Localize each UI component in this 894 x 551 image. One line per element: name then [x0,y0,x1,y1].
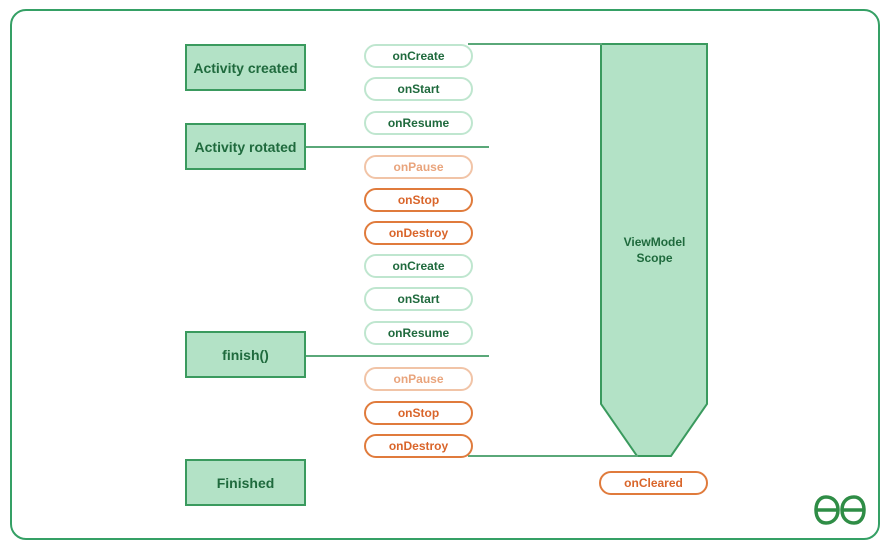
lifecycle-onresume-1: onResume [364,111,473,135]
lifecycle-onresume-2: onResume [364,321,473,345]
lifecycle-onpause-2: onPause [364,367,473,391]
lifecycle-onstop-2: onStop [364,401,473,425]
viewmodel-scope-label: ViewModel Scope [623,235,686,265]
state-activity-created: Activity created [185,44,306,91]
lifecycle-onstart-2: onStart [364,287,473,311]
geeksforgeeks-logo-icon [814,495,866,525]
connector-finish [306,355,489,357]
connector-rotated [306,146,489,148]
lifecycle-oncreate-1: onCreate [364,44,473,68]
connector-oncreate [468,43,602,45]
lifecycle-oncleared: onCleared [599,471,708,495]
connector-ondestroy [468,455,638,457]
lifecycle-ondestroy-1: onDestroy [364,221,473,245]
lifecycle-ondestroy-2: onDestroy [364,434,473,458]
lifecycle-onstart-1: onStart [364,77,473,101]
state-finish: finish() [185,331,306,378]
lifecycle-oncreate-2: onCreate [364,254,473,278]
lifecycle-onstop-1: onStop [364,188,473,212]
state-activity-rotated: Activity rotated [185,123,306,170]
state-finished: Finished [185,459,306,506]
lifecycle-onpause-1: onPause [364,155,473,179]
